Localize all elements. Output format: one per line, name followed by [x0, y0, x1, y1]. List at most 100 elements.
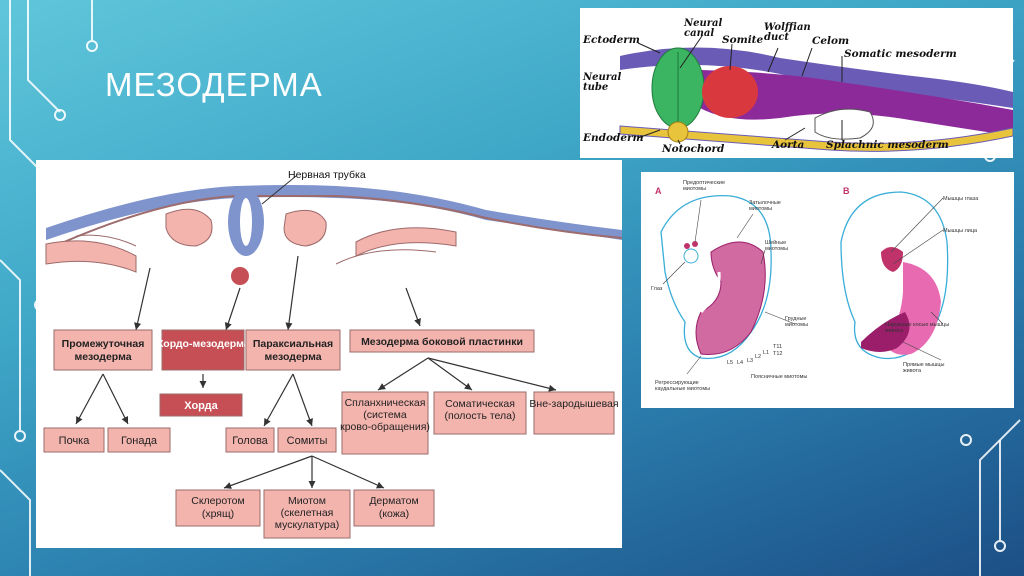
extraembryonic-text: Вне-зародышевая — [529, 398, 618, 410]
chord-box — [159, 393, 243, 417]
notochord-shape — [667, 121, 689, 143]
notochord-shape — [231, 267, 249, 285]
circuit-line — [27, 0, 61, 113]
neural-tube-label: Нервная трубка — [288, 169, 366, 181]
ectoderm-band — [46, 185, 622, 240]
paraxial-box — [245, 329, 341, 371]
leader-line — [729, 43, 733, 71]
right-lateral-plate — [355, 227, 457, 257]
label-notochord: Notochord — [661, 143, 725, 155]
right-paraxial-shape — [283, 209, 327, 247]
sclerotome-text: Склеротом(хрящ) — [191, 495, 244, 520]
leader-line — [686, 355, 702, 375]
label-t11: T11 — [773, 344, 782, 350]
ectoderm-shape — [620, 47, 1013, 108]
chordo-box — [161, 329, 245, 371]
rectus-muscle-b — [861, 312, 910, 352]
circuit-node — [994, 540, 1006, 552]
face-muscle-b — [881, 247, 903, 272]
preoptic-dot — [684, 243, 690, 249]
leader-line — [760, 249, 766, 265]
kidney-text: Почка — [59, 435, 91, 447]
lateral-text: Мезодерма боковой пластинки — [361, 336, 523, 348]
leader-line — [892, 229, 944, 265]
label-eye: Глаз — [651, 286, 663, 292]
circuit-node — [54, 109, 66, 121]
leader-line — [736, 213, 754, 239]
left-lateral-outline — [75, 234, 137, 247]
arrow-to-head — [263, 373, 294, 427]
label-ectoderm: Ectoderm — [582, 34, 640, 46]
leader-line — [637, 129, 661, 139]
myotome-box — [263, 489, 351, 539]
leader-line — [801, 47, 813, 77]
leader-line — [662, 261, 686, 285]
leader-line — [784, 127, 806, 141]
circuit-line — [979, 419, 1021, 576]
label-somite: Somite — [722, 34, 764, 46]
leader-line — [637, 42, 661, 54]
somatic-box — [433, 391, 527, 435]
endoderm-shape — [619, 125, 1013, 152]
arrow-to-dermatome — [311, 455, 385, 489]
circuit-node — [14, 430, 26, 442]
right-lateral-outline — [335, 249, 437, 265]
kidney-box — [43, 427, 105, 453]
extraembryonic-box — [533, 391, 615, 435]
leader-line — [890, 197, 944, 253]
leader-line — [767, 47, 779, 73]
chord-text: Хорда — [184, 400, 218, 412]
slide-title: МЕЗОДЕРМА — [105, 66, 323, 103]
somites-text: Сомиты — [287, 435, 328, 447]
somatic-text: Соматическая(полость тела) — [445, 398, 516, 422]
mesoderm-shape — [700, 70, 1013, 136]
arrow-to-chordo — [224, 287, 241, 331]
arrow-to-lateral — [405, 287, 421, 327]
leader-line — [930, 311, 944, 325]
arrow-to-extraembryonic — [427, 357, 557, 392]
arrow-to-splanchnic — [377, 357, 429, 391]
ectoderm-outline — [45, 195, 622, 251]
arrow-to-paraxial — [285, 255, 299, 331]
gonad-text: Гонада — [121, 435, 158, 447]
dermatome-box — [353, 489, 435, 527]
label-l3: L3 — [747, 358, 753, 364]
somites-box — [277, 427, 337, 453]
panel-b-letter: B — [843, 186, 850, 196]
left-lateral-plate — [45, 240, 137, 273]
sclerotome-box — [175, 489, 261, 527]
label-splachnic-mesoderm: Splachnic mesoderm — [826, 139, 949, 151]
splanchnic-box — [341, 391, 429, 455]
chordo-text: Хордо-мезодерма — [156, 338, 249, 350]
aorta-shape — [814, 108, 874, 140]
lateral-box — [349, 329, 535, 353]
embryo-a-outline — [660, 194, 772, 360]
leader-line — [902, 341, 942, 361]
arrow-to-somatic — [427, 357, 473, 391]
label-somatic-mesoderm: Somatic mesoderm — [844, 48, 957, 60]
circuit-line — [0, 469, 31, 576]
label-lumbar: Поясничные миотомы — [751, 374, 807, 380]
eye-a — [683, 248, 699, 264]
label-t12: T12 — [773, 351, 782, 357]
neural-canal-shape — [240, 198, 252, 246]
label-endoderm: Endoderm — [582, 132, 644, 144]
arrow-to-gonad — [102, 373, 129, 425]
